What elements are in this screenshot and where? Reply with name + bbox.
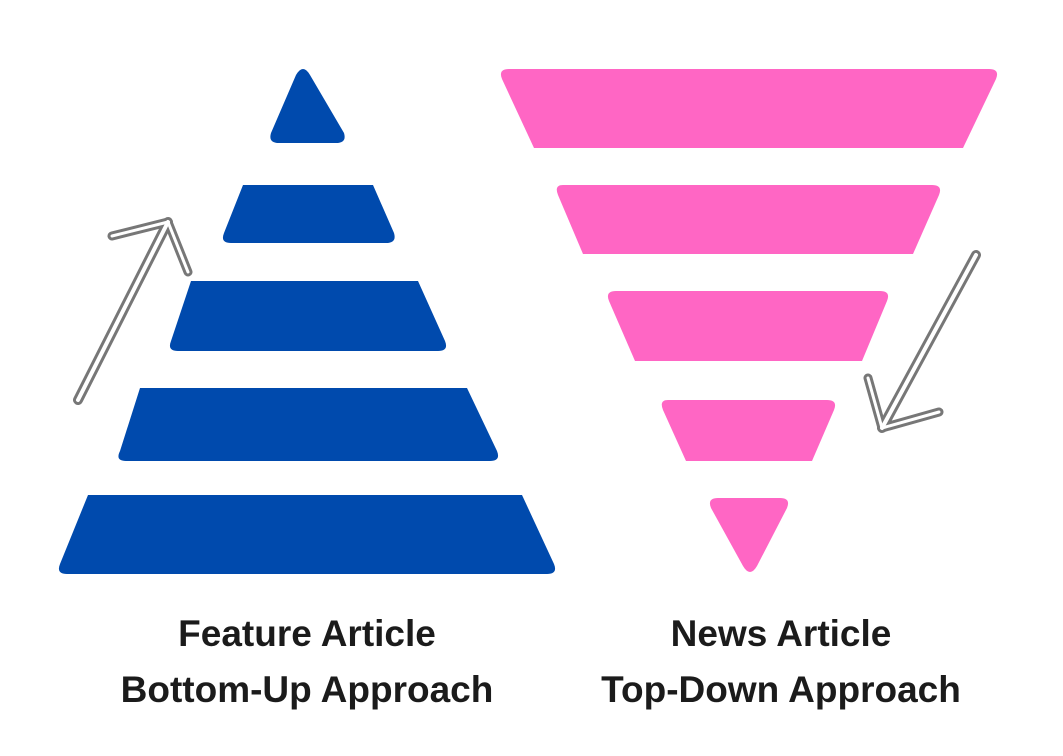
news-article-title: News Article <box>670 613 892 654</box>
inverted-pyramid-tier-5 <box>709 498 789 572</box>
arrow-up-icon <box>73 217 193 405</box>
feature-article-title: Feature Article <box>178 613 436 654</box>
bottom-up-approach-label: Bottom-Up Approach <box>120 669 494 710</box>
news-article-inverted-pyramid <box>500 69 998 572</box>
pyramid-tier-3 <box>169 281 447 351</box>
arrow-down-shaft-highlight <box>880 253 978 430</box>
news-article-caption: News Article Top-Down Approach <box>531 606 1031 718</box>
arrow-up-shaft-highlight <box>76 220 170 402</box>
pyramid-tier-4 <box>118 388 499 461</box>
arrow-up-head-highlight <box>110 220 190 274</box>
pyramid-tier-5 <box>58 495 556 574</box>
inverted-pyramid-tier-4 <box>661 400 836 461</box>
inverted-pyramid-tier-2 <box>556 185 941 254</box>
feature-article-pyramid <box>58 69 556 574</box>
inverted-pyramid-tier-1 <box>500 69 998 148</box>
arrow-down-head-highlight <box>866 376 941 430</box>
pyramid-tier-2 <box>222 185 395 243</box>
feature-article-caption: Feature Article Bottom-Up Approach <box>57 606 557 718</box>
pyramid-tier-1 <box>270 69 345 143</box>
top-down-approach-label: Top-Down Approach <box>601 669 961 710</box>
arrow-down-icon <box>863 250 981 433</box>
inverted-pyramid-tier-3 <box>607 291 889 361</box>
